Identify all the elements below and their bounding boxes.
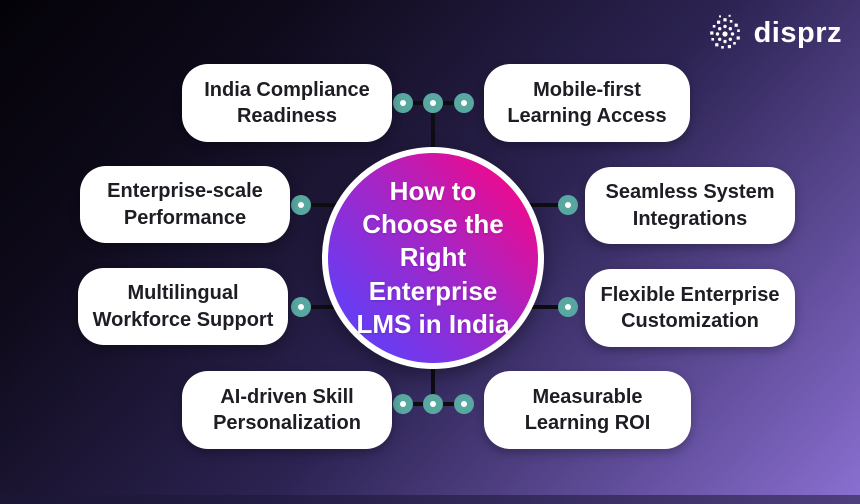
connector-dot — [423, 93, 443, 113]
connector-line-right-lower — [520, 305, 570, 309]
bottom-edge-bar — [0, 495, 860, 504]
center-title-line: LMS in India — [356, 308, 510, 339]
node-label-line: Learning ROI — [524, 412, 651, 434]
node-label-line: Multilingual — [127, 282, 239, 305]
connector-line-right-upper — [520, 203, 570, 207]
connector-dot — [454, 93, 474, 113]
node-india-compliance-readiness: India Compliance Readiness — [182, 64, 392, 142]
connector-line-left-upper — [300, 203, 346, 207]
center-title-line: Right — [399, 242, 467, 273]
node-multilingual-workforce-support: Multilingual Workforce Support — [78, 268, 288, 345]
node-label-line: Enterprise-scale — [107, 180, 263, 203]
connector-dot — [291, 195, 311, 215]
node-label-line: India Compliance — [204, 78, 370, 101]
connector-line-bottom-vertical — [431, 358, 435, 404]
center-title-line: Enterprise — [368, 275, 498, 306]
node-label-line: Readiness — [236, 105, 338, 127]
center-title-line: How to — [389, 176, 477, 207]
connector-dot — [393, 394, 413, 414]
connector-dot — [558, 195, 578, 215]
node-label-line: Personalization — [213, 412, 361, 434]
node-flexible-enterprise-customization: Flexible Enterprise Customization — [585, 269, 795, 347]
disprz-logo: disprz — [705, 12, 842, 54]
node-label-line: Workforce Support — [92, 308, 274, 331]
connector-line-left-lower — [300, 305, 346, 309]
disprz-logo-text: disprz — [753, 16, 842, 49]
center-title-circle: How to Choose the Right Enterprise LMS i… — [322, 147, 544, 369]
connector-dot — [454, 394, 474, 414]
disprz-dots-burst-icon — [705, 12, 745, 54]
node-ai-driven-skill-personalization: AI-driven Skill Personalization — [182, 371, 392, 449]
center-title-line: Choose the — [362, 209, 504, 240]
node-seamless-system-integrations: Seamless System Integrations — [585, 167, 795, 244]
node-enterprise-scale-performance: Enterprise-scale Performance — [80, 166, 290, 243]
node-measurable-learning-roi: Measurable Learning ROI — [484, 371, 691, 449]
connector-line-top-vertical — [431, 103, 435, 151]
connector-dot — [393, 93, 413, 113]
node-label-line: Flexible Enterprise — [600, 283, 780, 306]
connector-dot — [291, 297, 311, 317]
connector-dot — [558, 297, 578, 317]
node-label-line: Performance — [123, 206, 247, 229]
node-mobile-first-learning-access: Mobile-first Learning Access — [484, 64, 690, 142]
node-label-line: AI-driven Skill — [220, 385, 354, 408]
connector-dot — [423, 394, 443, 414]
node-label-line: Integrations — [632, 207, 748, 230]
node-label-line: Measurable — [532, 385, 643, 408]
node-label-line: Customization — [621, 310, 759, 332]
node-label-line: Learning Access — [507, 105, 667, 127]
node-label-line: Seamless System — [605, 181, 775, 204]
node-label-line: Mobile-first — [533, 78, 641, 101]
